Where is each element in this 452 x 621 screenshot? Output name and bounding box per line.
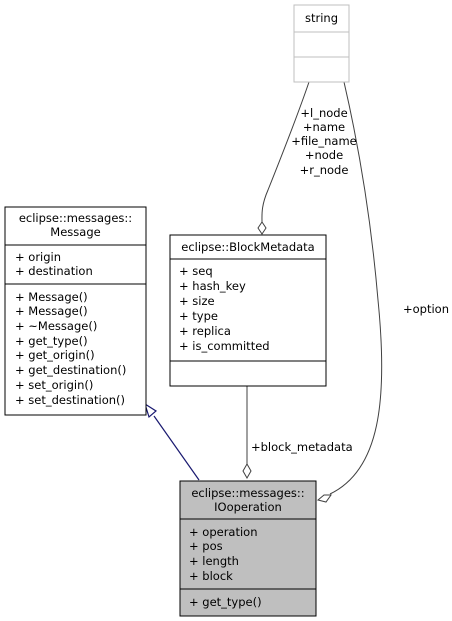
attribute: + seq (179, 264, 213, 278)
method: + get_type() (15, 334, 88, 348)
attribute: + size (179, 294, 215, 308)
class-title: eclipse::messages:: (19, 211, 132, 225)
class-block-metadata[interactable]: eclipse::BlockMetadata + seq + hash_key … (169, 234, 327, 387)
edge-label-block-metadata: +block_metadata (251, 440, 353, 454)
edge-label-l-node: +l_node (300, 106, 347, 120)
aggregation-diamond (242, 462, 252, 480)
attribute: + pos (189, 539, 223, 553)
attribute: + replica (179, 324, 231, 338)
block-metadata-iooperation-edge (242, 386, 252, 480)
edge-label-option: +option (403, 302, 449, 316)
edge-label-r-node: +r_node (300, 163, 349, 177)
string-block-metadata-edge (257, 81, 310, 235)
class-title: Message (50, 225, 100, 239)
attribute: + hash_key (179, 279, 246, 293)
class-message[interactable]: eclipse::messages:: Message + origin + d… (4, 206, 147, 416)
class-title: IOoperation (214, 500, 282, 514)
method: + set_origin() (15, 378, 93, 392)
attribute: + destination (15, 264, 93, 278)
method: + set_destination() (15, 393, 125, 407)
method: + Message() (15, 290, 88, 304)
attribute: + is_committed (179, 339, 270, 353)
aggregation-diamond (257, 221, 267, 235)
edge-label-name: +name (303, 120, 345, 134)
attribute: + operation (189, 525, 258, 539)
method: + get_type() (189, 595, 262, 609)
aggregation-diamond (316, 494, 332, 503)
attribute: + block (189, 569, 233, 583)
attribute: + origin (15, 250, 61, 264)
method: + ~Message() (15, 319, 97, 333)
string-iooperation-edge (316, 81, 383, 503)
inheritance-arrowhead (143, 402, 158, 419)
class-iooperation[interactable]: eclipse::messages:: IOoperation + operat… (179, 480, 317, 617)
class-title: string (305, 11, 338, 25)
edge-label-file-name: +file_name (291, 134, 357, 148)
class-title: eclipse::BlockMetadata (181, 240, 314, 254)
attribute: + type (179, 309, 218, 323)
method: + Message() (15, 304, 88, 318)
method: + get_destination() (15, 363, 126, 377)
inheritance-edge (143, 402, 200, 481)
class-string[interactable]: string (293, 4, 350, 83)
attribute: + length (189, 554, 239, 568)
class-title: eclipse::messages:: (191, 486, 304, 500)
method: + get_origin() (15, 348, 95, 362)
edge-label-node: +node (305, 148, 343, 162)
